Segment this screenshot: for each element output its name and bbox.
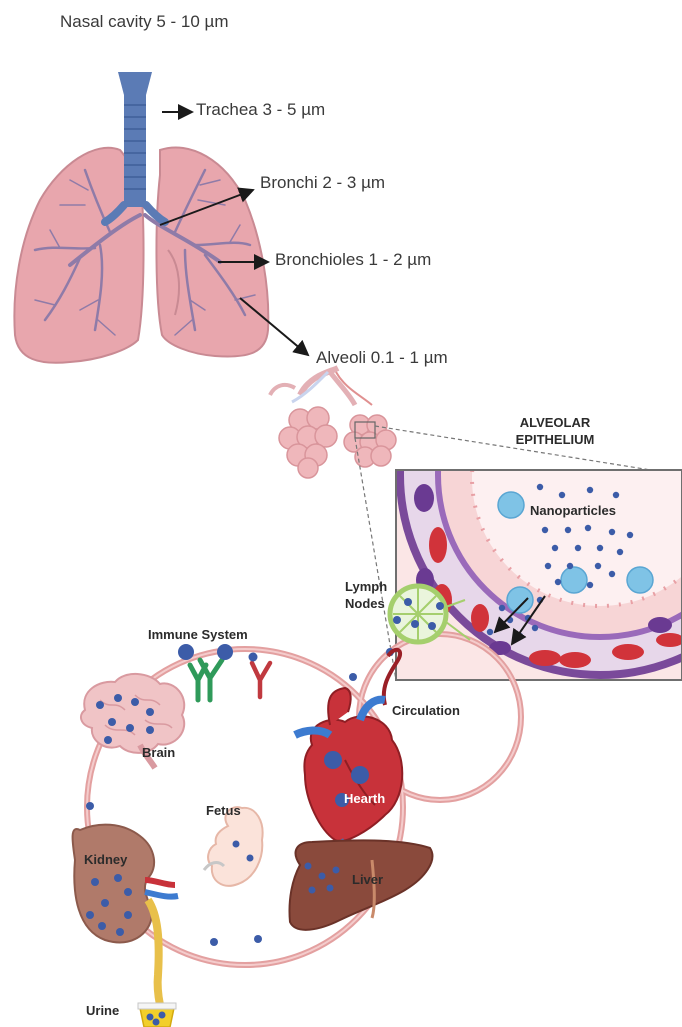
label-immune-system: Immune System (148, 627, 248, 642)
label-kidney: Kidney (84, 852, 127, 867)
alveoli-cluster (270, 368, 396, 478)
label-bronchioles: Bronchioles 1 - 2 µm (275, 250, 431, 270)
label-alveolar-epithelium: ALVEOLAR EPITHELIUM (495, 414, 615, 448)
label-trachea: Trachea 3 - 5 µm (196, 100, 325, 120)
label-lymph-line2: Nodes (345, 595, 387, 612)
label-alveoli: Alveoli 0.1 - 1 µm (316, 348, 448, 368)
label-hearth: Hearth (344, 791, 385, 806)
label-alveolar-line2: EPITHELIUM (495, 431, 615, 448)
fetus-illustration (204, 807, 263, 886)
label-urine: Urine (86, 1003, 119, 1018)
label-liver: Liver (352, 872, 383, 887)
antibody-red (252, 663, 270, 697)
label-nasal-cavity: Nasal cavity 5 - 10 µm (60, 12, 229, 32)
antibody-green-2 (200, 660, 222, 700)
label-lymph-line1: Lymph (345, 578, 387, 595)
label-bronchi: Bronchi 2 - 3 µm (260, 173, 385, 193)
label-nanoparticles: Nanoparticles (530, 503, 616, 518)
label-circulation: Circulation (392, 703, 460, 718)
right-lung (156, 147, 268, 356)
label-alveolar-line1: ALVEOLAR (495, 414, 615, 431)
label-brain: Brain (142, 745, 175, 760)
label-lymph-nodes: Lymph Nodes (345, 578, 387, 612)
label-fetus: Fetus (206, 803, 241, 818)
urine-cup (138, 1003, 176, 1027)
